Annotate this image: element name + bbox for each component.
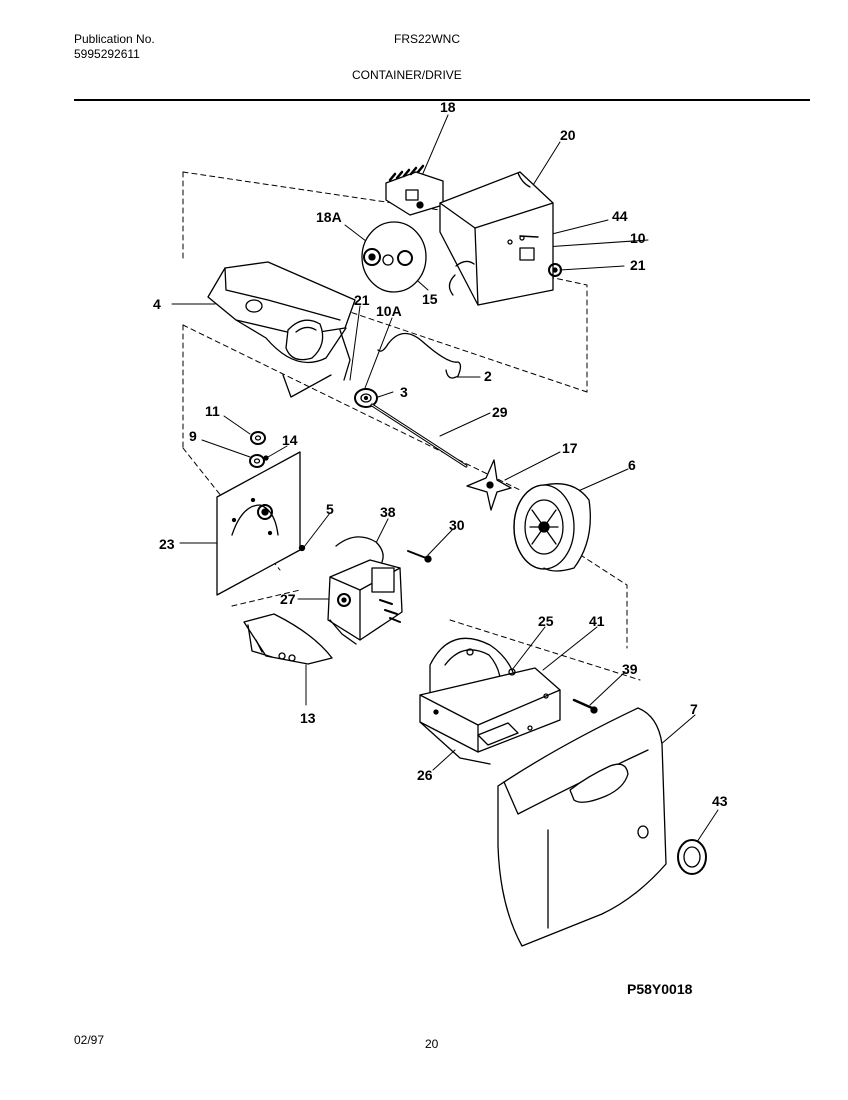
callout-14: 14 xyxy=(282,432,298,448)
pin-part-5 xyxy=(298,544,306,552)
callout-21b: 21 xyxy=(354,292,370,308)
callout-26: 26 xyxy=(417,767,433,783)
callout-21a: 21 xyxy=(630,257,646,273)
screw-part-39 xyxy=(572,698,598,714)
callout-27: 27 xyxy=(280,591,296,607)
callout-41: 41 xyxy=(589,613,605,629)
ice-container-part-4 xyxy=(207,261,356,398)
callout-5: 5 xyxy=(326,501,334,517)
figure-code: P58Y0018 xyxy=(627,981,693,997)
callout-15: 15 xyxy=(422,291,438,307)
section-title: CONTAINER/DRIVE xyxy=(352,68,462,82)
callout-30: 30 xyxy=(449,517,465,533)
callout-18A: 18A xyxy=(316,209,342,225)
callout-9: 9 xyxy=(189,428,197,444)
wire-harness-part-2 xyxy=(377,332,462,379)
mounting-plate-part-23 xyxy=(216,451,301,596)
callout-6: 6 xyxy=(628,457,636,473)
bracket-fasteners xyxy=(519,235,562,277)
publication-date: 02/97 xyxy=(74,1033,105,1047)
callout-17: 17 xyxy=(562,440,578,456)
drive-wheel-part-6 xyxy=(513,483,591,572)
auger-shaft-part-29 xyxy=(370,403,468,468)
callout-23: 23 xyxy=(159,536,175,552)
callout-39: 39 xyxy=(622,661,638,677)
callout-43: 43 xyxy=(712,793,728,809)
callout-18: 18 xyxy=(440,99,456,115)
cover-part-13 xyxy=(243,613,333,665)
publication-number: 5995292611 xyxy=(74,47,140,61)
cap-part-43 xyxy=(677,839,707,875)
switch-connector-part-18 xyxy=(385,164,444,216)
callout-13: 13 xyxy=(300,710,316,726)
callout-11: 11 xyxy=(205,403,220,419)
callout-38: 38 xyxy=(380,504,396,520)
callout-20: 20 xyxy=(560,127,576,143)
callout-44: 44 xyxy=(612,208,628,224)
callout-labels: 18 20 18A 44 10 21 15 4 21 10A 2 3 11 29… xyxy=(153,99,728,809)
header-rule xyxy=(74,99,810,101)
callout-10A: 10A xyxy=(376,303,402,319)
motor-bracket-part-20 xyxy=(439,171,554,306)
container-front-part-7 xyxy=(497,707,667,947)
publication-label: Publication No. xyxy=(74,32,155,46)
callout-2: 2 xyxy=(484,368,492,384)
callout-10: 10 xyxy=(630,230,646,246)
drive-blade-part-17 xyxy=(466,459,512,511)
page-number: 20 xyxy=(425,1037,439,1051)
model-number: FRS22WNC xyxy=(394,32,461,46)
callout-29: 29 xyxy=(492,404,508,420)
detail-circle-part-15 xyxy=(361,221,427,293)
callout-3: 3 xyxy=(400,384,408,400)
washers-parts-9-11-14 xyxy=(249,431,269,468)
leader-lines xyxy=(171,114,719,846)
bearing-part-3 xyxy=(354,388,378,408)
callout-25: 25 xyxy=(538,613,554,629)
screw-part-30 xyxy=(407,550,432,563)
callout-7: 7 xyxy=(690,701,698,717)
gearmotor-part-38 xyxy=(327,536,403,645)
callout-4: 4 xyxy=(153,296,161,312)
motor-housing-parts-25-26-41 xyxy=(419,637,561,765)
